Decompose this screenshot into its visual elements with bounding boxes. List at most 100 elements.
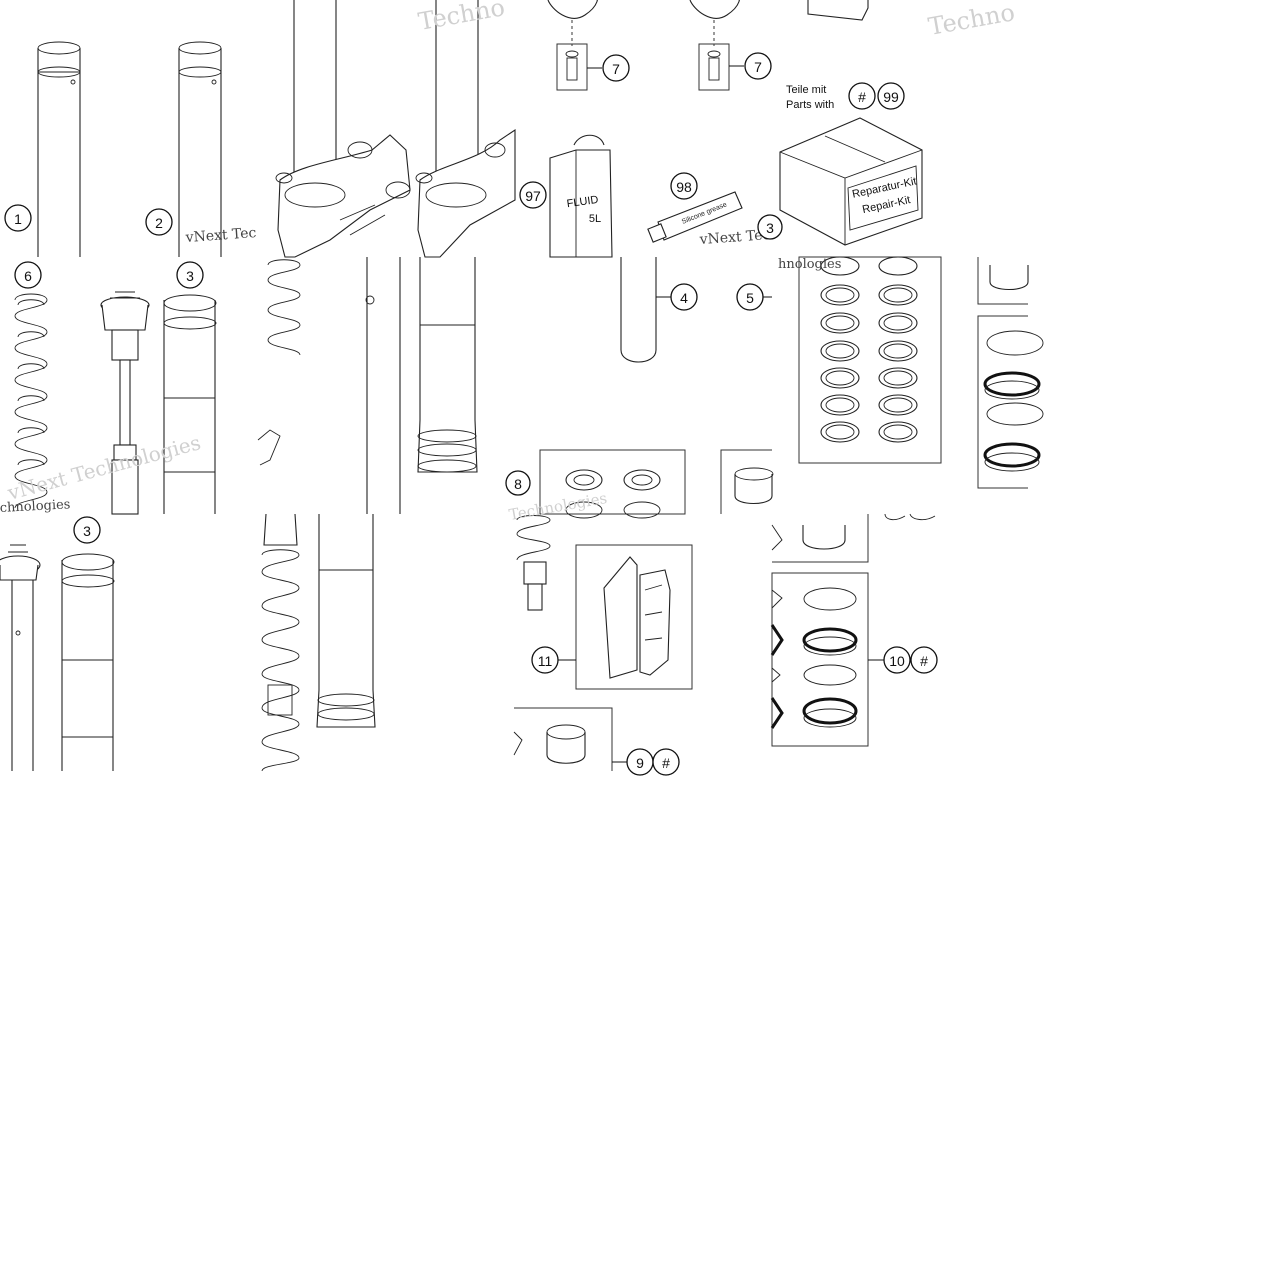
ring-box-top-right bbox=[977, 257, 1029, 305]
seal-box-8 bbox=[539, 449, 686, 519]
damper-cartridge-top bbox=[0, 544, 41, 771]
bushing-box-9 bbox=[513, 707, 627, 771]
callout-circle bbox=[73, 516, 101, 544]
callout-number: 3 bbox=[766, 220, 774, 236]
shock-spring-assembly bbox=[261, 513, 300, 772]
callout-99: 99 bbox=[877, 82, 905, 110]
watermark-4: vNext Tec bbox=[698, 227, 771, 248]
callout-circle bbox=[176, 261, 204, 289]
callout-8: 8 bbox=[505, 470, 531, 496]
fork-fluid-canister: FLUID 5L bbox=[549, 134, 613, 258]
callout-97: 97 bbox=[519, 181, 547, 209]
damper-rod-tube bbox=[365, 257, 478, 514]
bolt-part-7-left bbox=[547, 0, 602, 91]
callout-circle bbox=[877, 82, 905, 110]
part-4-cylinder bbox=[620, 257, 671, 363]
callout-number: 10 bbox=[889, 653, 905, 669]
fork-outer-tube-1 bbox=[37, 41, 81, 257]
callout-number: 2 bbox=[155, 215, 163, 231]
watermark-2: Techno bbox=[926, 0, 1017, 41]
callout-hash: # bbox=[652, 748, 680, 776]
callout-number: 7 bbox=[754, 59, 762, 75]
callout-number: 11 bbox=[538, 653, 553, 669]
callout-number: 5 bbox=[746, 290, 754, 306]
watermark-7: hnologies bbox=[778, 257, 841, 272]
callout-number: 3 bbox=[186, 268, 194, 284]
callout-circle bbox=[910, 646, 938, 674]
watermark-3: vNext Tec bbox=[184, 225, 257, 246]
callout-circle bbox=[531, 646, 559, 674]
callout-circle bbox=[883, 646, 911, 674]
callout-circle bbox=[14, 261, 42, 289]
callout-3: 3 bbox=[757, 214, 783, 240]
shim-stack-box bbox=[798, 256, 942, 464]
callout-7: 7 bbox=[602, 54, 630, 82]
callout-circle bbox=[670, 283, 698, 311]
fork-bottom-clamp-right bbox=[415, 0, 516, 258]
callout-number: 4 bbox=[680, 290, 688, 306]
fork-guard-box-11 bbox=[558, 544, 693, 690]
callout-number: 8 bbox=[514, 476, 522, 492]
callout-number: 7 bbox=[612, 61, 620, 77]
callout-3: 3 bbox=[176, 261, 204, 289]
callout-number: 3 bbox=[83, 523, 91, 539]
repair-kit-box: Reparatur-Kit Repair-Kit bbox=[779, 117, 923, 246]
callout-7: 7 bbox=[744, 52, 772, 80]
callout-number: 6 bbox=[24, 268, 32, 284]
callout-11: 11 bbox=[531, 646, 559, 674]
shock-damper-fragment bbox=[516, 515, 551, 611]
callout-number: 9 bbox=[636, 755, 644, 771]
bushing-box-top bbox=[720, 449, 774, 514]
fork-outer-leg bbox=[316, 514, 376, 728]
ring-box-right bbox=[977, 315, 1044, 489]
callout-number: # bbox=[920, 653, 928, 669]
fluid-label-2: 5L bbox=[589, 213, 601, 225]
callout-circle bbox=[757, 214, 783, 240]
watermark-1: Techno bbox=[416, 0, 507, 36]
damper-cartridge bbox=[100, 291, 150, 515]
bolt-part-7-right bbox=[689, 0, 744, 91]
fork-outer-tube-2 bbox=[178, 41, 222, 257]
callout-number: 1 bbox=[14, 211, 22, 227]
callout-6: 6 bbox=[14, 261, 42, 289]
callout-circle bbox=[848, 82, 876, 110]
callout-circle bbox=[670, 172, 698, 200]
small-part-box bbox=[807, 0, 869, 21]
fluid-label-1: FLUID bbox=[566, 194, 599, 210]
fork-bottom-clamp-left bbox=[275, 0, 411, 258]
callout-hash: # bbox=[910, 646, 938, 674]
callout-circle bbox=[744, 52, 772, 80]
fork-spring-6 bbox=[14, 293, 48, 509]
callout-number: # bbox=[662, 755, 670, 771]
callout-9: 9 bbox=[626, 748, 654, 776]
callout-4: 4 bbox=[670, 283, 698, 311]
callout-number: 99 bbox=[883, 89, 899, 105]
bracket-fragment bbox=[257, 429, 281, 466]
spring-fragment-a bbox=[267, 259, 301, 356]
callout-circle bbox=[602, 54, 630, 82]
seal-box-10 bbox=[770, 572, 884, 747]
callout-hash: # bbox=[848, 82, 876, 110]
kit-note-line-2: Parts with bbox=[786, 99, 834, 111]
callout-circle bbox=[519, 181, 547, 209]
callout-number: 98 bbox=[676, 179, 692, 195]
callout-1: 1 bbox=[4, 204, 32, 232]
fork-inner-tube-3-b bbox=[61, 553, 115, 771]
callout-2: 2 bbox=[145, 208, 173, 236]
callout-circle bbox=[652, 748, 680, 776]
callout-circle bbox=[505, 470, 531, 496]
callout-circle bbox=[736, 283, 764, 311]
callout-10: 10 bbox=[883, 646, 911, 674]
kit-note-line-1: Teile mit bbox=[786, 84, 826, 96]
callout-circle bbox=[145, 208, 173, 236]
callout-circle bbox=[4, 204, 32, 232]
callout-5: 5 bbox=[736, 283, 764, 311]
bushing-box-lower bbox=[771, 513, 936, 563]
watermark-5: chnologies bbox=[0, 497, 71, 516]
fork-inner-tube-3-a bbox=[163, 294, 217, 514]
callout-3: 3 bbox=[73, 516, 101, 544]
callout-98: 98 bbox=[670, 172, 698, 200]
callout-number: # bbox=[858, 89, 866, 105]
callout-number: 97 bbox=[525, 188, 541, 204]
